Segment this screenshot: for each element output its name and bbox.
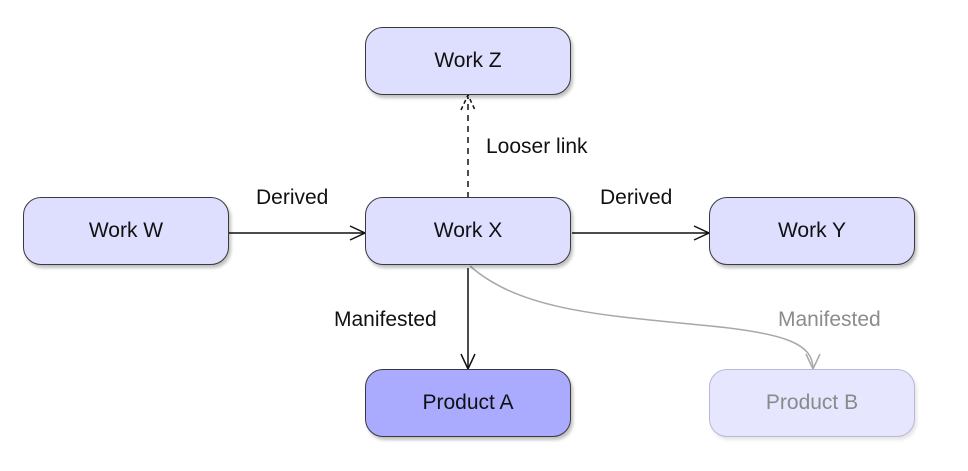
- arrowhead-x-to-z: [460, 93, 476, 111]
- edge-label-x-to-z: Looser link: [486, 135, 588, 158]
- node-work-y[interactable]: Work Y: [709, 197, 915, 265]
- edge-label-x-to-y: Derived: [600, 186, 673, 209]
- node-work-z-label: Work Z: [434, 49, 502, 72]
- edge-x-to-b: [469, 265, 814, 369]
- node-product-a-label: Product A: [422, 391, 514, 414]
- edge-label-x-to-b: Manifested: [778, 308, 881, 331]
- node-work-y-label: Work Y: [777, 219, 847, 242]
- node-product-b-label: Product B: [765, 391, 859, 414]
- node-work-w[interactable]: Work W: [23, 197, 229, 265]
- node-product-a[interactable]: Product A: [365, 369, 571, 437]
- node-work-z[interactable]: Work Z: [365, 27, 571, 95]
- edge-label-w-to-x: Derived: [256, 186, 329, 209]
- node-work-w-label: Work W: [88, 219, 164, 242]
- node-product-b[interactable]: Product B: [709, 369, 915, 437]
- node-work-x[interactable]: Work X: [365, 197, 571, 265]
- node-work-x-label: Work X: [433, 219, 503, 242]
- edge-label-x-to-a: Manifested: [334, 308, 437, 331]
